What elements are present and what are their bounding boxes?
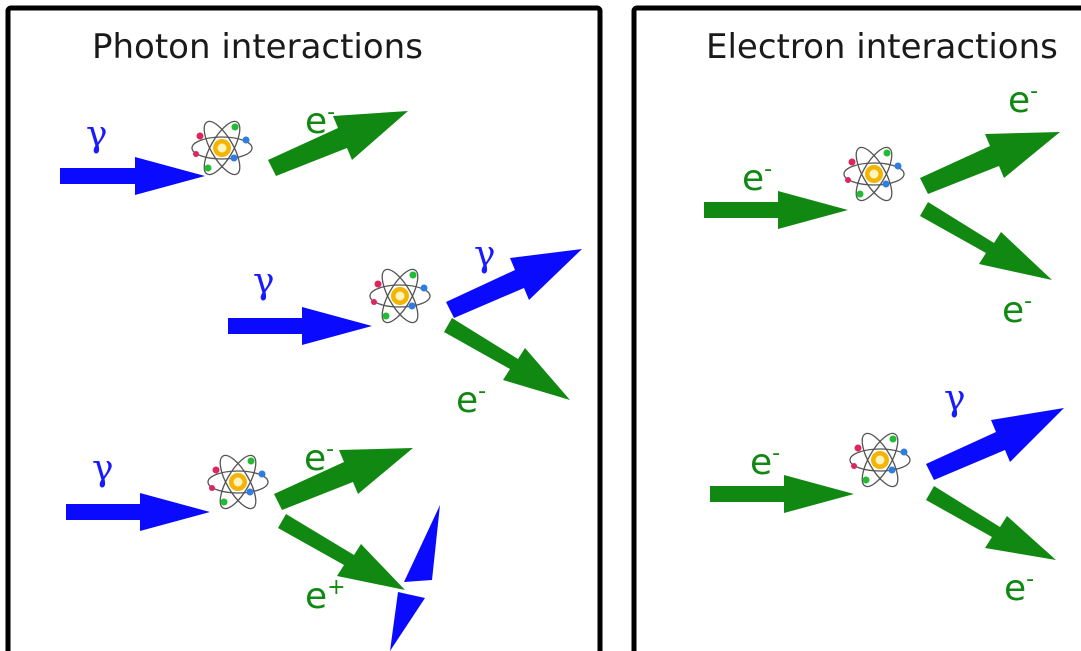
- electron-label: e-: [742, 157, 772, 199]
- gamma-label: γ: [86, 114, 108, 155]
- incoming-photon-arrow: [60, 157, 205, 195]
- electron-label: e-: [750, 441, 780, 483]
- electron-panel-title: Electron interactions: [706, 27, 1058, 67]
- incoming-photon-arrow: [66, 493, 210, 531]
- gamma-label: γ: [474, 234, 496, 275]
- photon-event-2: γ γ e-: [228, 234, 582, 421]
- electron-event-1: e- e- e-: [704, 79, 1060, 331]
- outgoing-photon-arrow: [926, 408, 1064, 480]
- electron-label: e-: [305, 100, 335, 142]
- electron-event-2: e- γ e-: [710, 378, 1064, 609]
- photon-panel-frame: [5, 5, 603, 651]
- electron-label: e-: [1004, 567, 1034, 609]
- incoming-photon-arrow: [228, 307, 372, 345]
- outgoing-electron-arrow: [268, 111, 408, 176]
- gamma-label: γ: [944, 378, 966, 419]
- annihilation-photon-down: [390, 592, 425, 651]
- atom-icon: [207, 449, 269, 515]
- outgoing-photon-arrow: [446, 249, 582, 318]
- outgoing-electron-arrow: [444, 318, 570, 400]
- atom-icon: [369, 263, 431, 329]
- atom-icon: [191, 115, 253, 181]
- atom-icon: [843, 141, 905, 207]
- electron-label: e-: [456, 379, 486, 421]
- positron-label: e+: [305, 575, 346, 617]
- photon-panel-title: Photon interactions: [92, 27, 423, 67]
- photon-event-1: γ e-: [60, 100, 408, 195]
- electron-label: e-: [1008, 79, 1038, 121]
- gamma-label: γ: [92, 448, 114, 489]
- atom-icon: [849, 427, 911, 493]
- gamma-label: γ: [253, 261, 275, 302]
- outgoing-electron-arrow: [920, 202, 1052, 280]
- outgoing-electron-arrow: [274, 448, 413, 510]
- electron-label: e-: [304, 437, 334, 479]
- electron-label: e-: [1002, 289, 1032, 331]
- incoming-electron-arrow: [704, 191, 848, 229]
- outgoing-electron-arrow: [920, 132, 1060, 194]
- incoming-electron-arrow: [710, 475, 854, 513]
- electron-panel-frame: [631, 5, 1081, 651]
- outgoing-positron-arrow: [278, 514, 405, 590]
- annihilation-photon-up: [404, 505, 440, 582]
- outgoing-electron-arrow: [926, 486, 1056, 560]
- photon-event-3: γ e- e+: [66, 437, 440, 651]
